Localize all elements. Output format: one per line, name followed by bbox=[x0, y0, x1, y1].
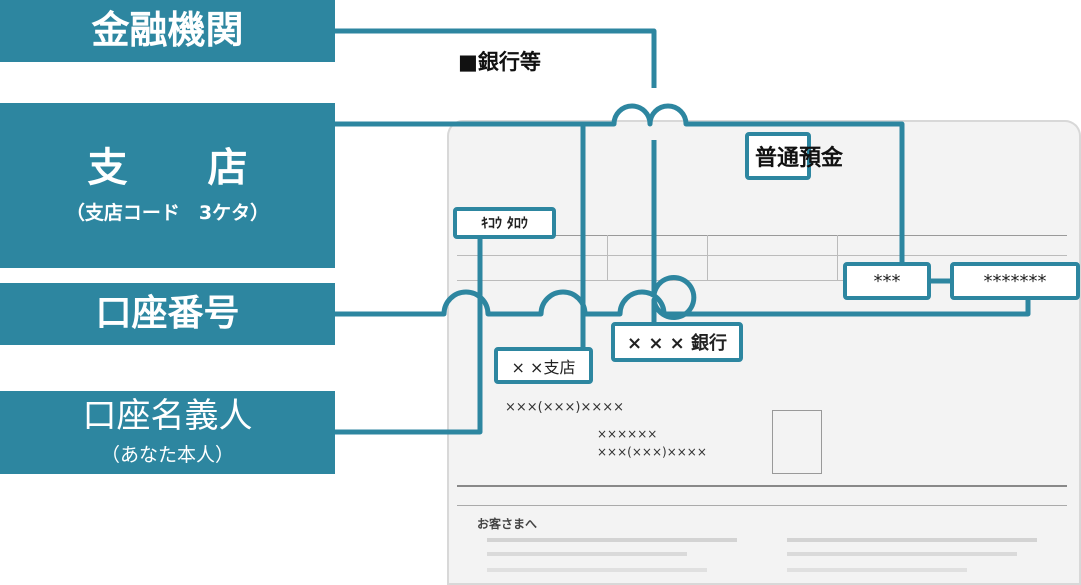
branch-name-field: × ×支店 bbox=[494, 347, 593, 384]
address-line-3: ×××(×××)×××× bbox=[597, 445, 707, 459]
branch-name-text: × ×支店 bbox=[511, 357, 576, 377]
section-title: ■銀行等 bbox=[458, 50, 541, 74]
notice-line bbox=[787, 538, 1037, 542]
notice-line bbox=[487, 568, 707, 572]
bank-label-text: 金融機関 bbox=[91, 8, 244, 53]
account-number-label: 口座番号 bbox=[0, 283, 335, 345]
form-line bbox=[457, 280, 1067, 281]
account-holder-label: 口座名義人 （あなた本人） bbox=[0, 391, 335, 474]
branch-label: 支 店 （支店コード 3ケタ） bbox=[0, 103, 335, 268]
stamp-box bbox=[772, 410, 822, 474]
branch-label-title: 支 店 bbox=[87, 145, 248, 191]
notice-line bbox=[487, 538, 737, 542]
account-number-label-text: 口座番号 bbox=[95, 293, 240, 335]
form-line bbox=[457, 485, 1067, 487]
address-line-1: ×××(×××)×××× bbox=[505, 400, 625, 415]
notice-line bbox=[787, 552, 1017, 556]
branch-label-sub: （支店コード 3ケタ） bbox=[65, 202, 270, 224]
address-line-2: ×××××× bbox=[597, 427, 658, 441]
account-number-field: ******* bbox=[950, 262, 1080, 300]
notice-line bbox=[787, 568, 967, 572]
notice-title: お客さまへ bbox=[477, 517, 538, 531]
form-line bbox=[457, 505, 1067, 506]
bank-label: 金融機関 bbox=[0, 0, 335, 62]
bank-name-text: × × × 銀行 bbox=[626, 333, 728, 354]
account-holder-label-sub: （あなた本人） bbox=[100, 443, 234, 466]
passbook-header: 普通預金 bbox=[755, 146, 844, 171]
bank-name-field: × × × 銀行 bbox=[611, 322, 743, 362]
branch-code-text: *** bbox=[873, 270, 901, 292]
form-line bbox=[457, 255, 1067, 256]
account-name-kana-text: ｷｺｳ ﾀﾛｳ bbox=[481, 216, 528, 232]
account-number-text: ******* bbox=[983, 270, 1047, 292]
notice-line bbox=[487, 552, 687, 556]
account-holder-label-title: 口座名義人 bbox=[82, 396, 253, 437]
form-line bbox=[837, 235, 838, 280]
form-line bbox=[707, 235, 708, 280]
form-line bbox=[607, 235, 608, 280]
branch-code-field: *** bbox=[843, 262, 931, 300]
account-name-kana: ｷｺｳ ﾀﾛｳ bbox=[453, 207, 556, 239]
